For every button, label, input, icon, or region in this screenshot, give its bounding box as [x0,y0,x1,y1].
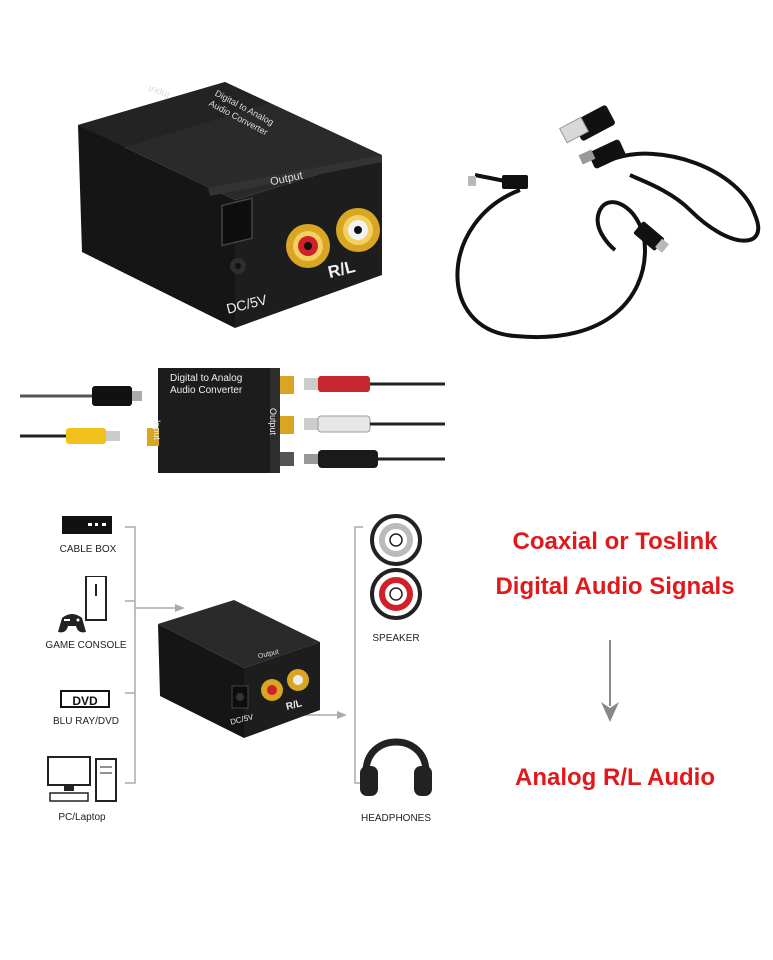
dvd-badge: DVD [72,694,98,708]
source-label-game-console: GAME CONSOLE [45,640,127,651]
connection-side-view [20,368,445,473]
down-arrow-icon [601,640,619,722]
cable-accessory-photo [455,105,761,340]
cable-box-icon [62,516,112,534]
game-console-icon [58,576,107,633]
converter-box-photo [78,82,382,328]
source-label-pc: PC/Laptop [58,812,106,823]
side-title-line2: Audio Converter [170,385,243,396]
speaker-icon [370,514,422,620]
side-title-line1: Digital to Analog [170,373,243,384]
output-label-speaker: SPEAKER [372,633,420,644]
source-label-cable-box: CABLE BOX [59,544,117,555]
output-label-headphones: HEADPHONES [360,813,431,824]
caption-line1: Coaxial or Toslink [512,528,718,555]
side-output-label: Output [268,408,278,436]
side-input-label: Input [152,420,162,441]
diagram-converter-box [158,600,320,738]
headphones-icon [360,738,432,796]
source-label-dvd: BLU RAY/DVD [53,716,119,727]
caption-line2: Digital Audio Signals [495,573,735,600]
diagram-connector-lines [125,526,363,784]
dvd-icon: DVD [60,690,110,708]
caption-line3: Analog R/L Audio [515,764,715,791]
pc-icon [47,756,117,802]
